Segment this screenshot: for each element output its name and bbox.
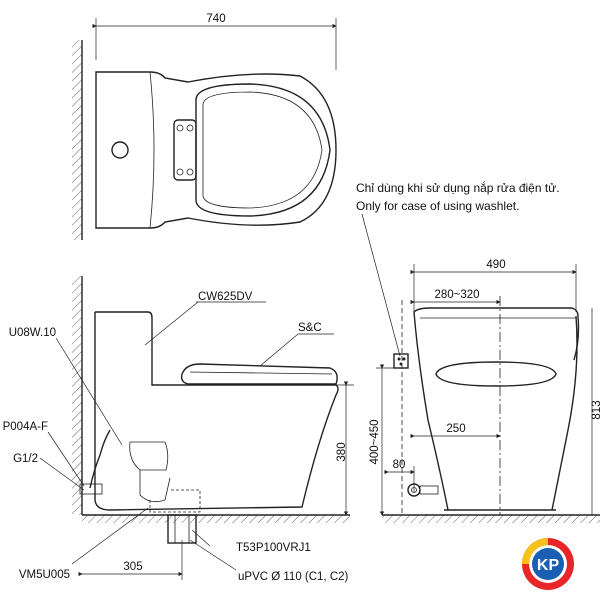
kp-logo: KP — [522, 538, 574, 590]
dimension-380: 380 — [336, 442, 348, 461]
dimension-280-320: 280~320 — [434, 289, 479, 301]
label-p004a: P004A-F — [3, 421, 48, 433]
top-view: 740 — [72, 13, 337, 240]
floor-hatch-front — [382, 515, 600, 523]
dimension-partial-right: 813 — [591, 400, 600, 419]
hinge-block — [173, 119, 197, 181]
tank-side — [95, 311, 190, 386]
dimension-400-450: 400~450 — [369, 419, 381, 464]
label-vm5u: VM5U005 — [19, 569, 70, 581]
leader-note — [361, 213, 401, 357]
tank-front — [413, 307, 580, 361]
seat-side — [180, 363, 338, 385]
leader-lines — [39, 301, 334, 571]
flush-button-icon — [111, 141, 129, 159]
logo-text: KP — [537, 557, 560, 574]
dimension-80: 80 — [393, 459, 406, 471]
label-g12: G1/2 — [13, 453, 38, 465]
label-t53: T53P100VRJ1 — [236, 542, 311, 554]
label-u08w: U08W.10 — [9, 327, 56, 339]
trap-outline — [129, 441, 169, 471]
label-sc: S&C — [298, 322, 322, 334]
label-cw625dv: CW625DV — [198, 291, 253, 303]
side-view: 380 305 — [72, 276, 354, 580]
floor-hatch-side — [82, 515, 350, 523]
dimension-490: 490 — [486, 259, 505, 271]
leader-cw625dv — [144, 301, 199, 346]
logo-inner-circle — [532, 548, 564, 580]
front-view: Chỉ dùng khi sử dụng nắp rửa điện tử. On… — [356, 180, 600, 523]
label-upvc: uPVC Ø 110 (C1, C2) — [238, 571, 349, 583]
dimension-740: 740 — [206, 13, 225, 25]
seat-outline-top — [195, 83, 331, 217]
dimension-305: 305 — [123, 561, 142, 573]
wall-hatch-top — [72, 40, 82, 240]
leader-vm5u — [71, 507, 149, 565]
supply-hose — [89, 429, 111, 489]
dimension-250: 250 — [446, 423, 465, 435]
note-vietnamese: Chỉ dùng khi sử dụng nắp rửa điện tử. — [356, 180, 560, 195]
note-english: Only for case of using washlet. — [356, 199, 519, 213]
toilet-top-outline — [95, 71, 337, 229]
bowl-side — [109, 384, 339, 511]
leader-p004a — [47, 431, 85, 487]
leader-g12 — [39, 457, 85, 491]
leader-u08w — [55, 337, 123, 446]
electric-outlet-icon — [393, 353, 409, 369]
leader-upvc — [189, 539, 237, 571]
seat-front — [435, 361, 557, 387]
leader-t53 — [191, 529, 211, 547]
wall-hatch-side — [72, 276, 82, 515]
